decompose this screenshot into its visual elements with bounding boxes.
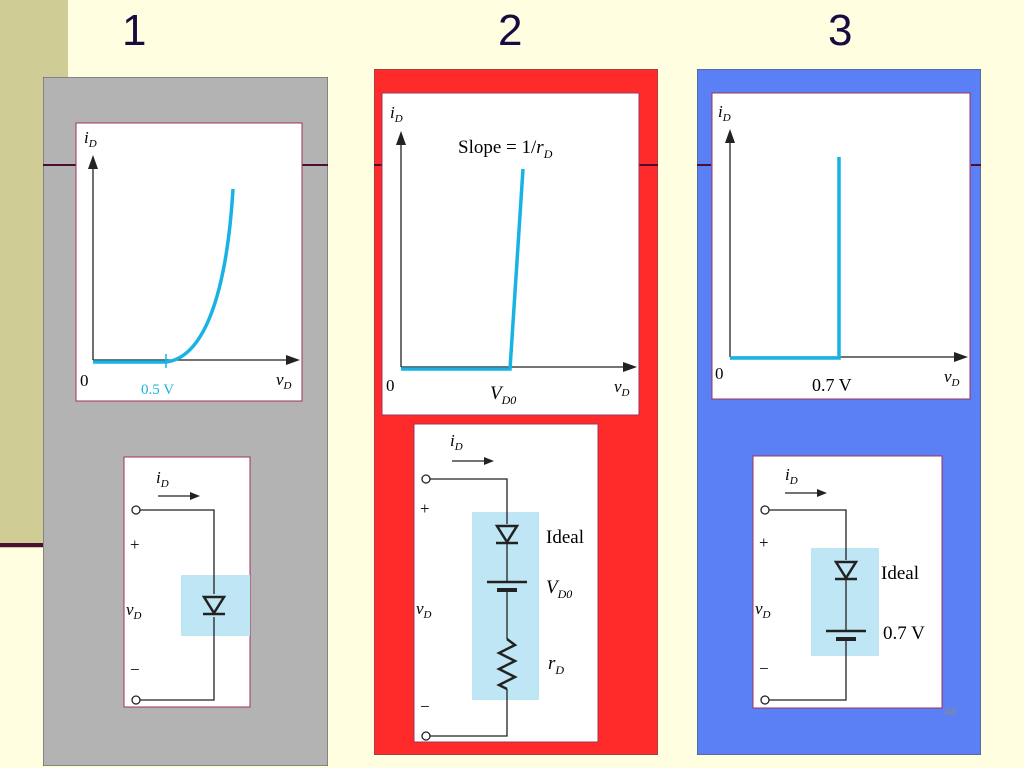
circuit-3-voltage-label: vD: [755, 599, 771, 621]
graph-3-knee-label: 0.7 V: [812, 375, 852, 395]
circuit-3-plus: +: [759, 533, 769, 552]
graph-2: iD Slope = 1/rD 0 VD0 vD: [381, 92, 640, 416]
circuit-2: iD + vD − Ideal VD0 rD: [413, 423, 599, 743]
circuit-3-minus: −: [759, 659, 769, 678]
circuit-1-bottom-terminal: [131, 695, 141, 705]
circuit-1-voltage-label: vD: [126, 600, 142, 622]
circuit-1: iD + vD −: [123, 456, 251, 708]
circuit-1-diode-highlight: [181, 575, 250, 636]
graph-3: iD 0 0.7 V vD: [711, 92, 971, 400]
circuit-1-plus: +: [130, 535, 140, 554]
circuit-1-minus: −: [130, 660, 140, 679]
graph-2-knee-label: VD0: [490, 383, 516, 407]
graph-1-y-label: iD: [84, 128, 97, 150]
circuit-3-diode-label: Ideal: [881, 563, 919, 584]
circuit-2-top-terminal: [421, 474, 431, 484]
circuit-2-battery-label: VD0: [546, 577, 572, 601]
graph-2-x-label: vD: [614, 377, 630, 399]
graph-3-y-arrow: [725, 129, 735, 143]
page-number: 48: [944, 706, 957, 718]
circuit-1-current-label: iD: [156, 468, 169, 490]
graph-3-x-label: vD: [944, 367, 960, 389]
circuit-2-plus: +: [420, 499, 430, 518]
graph-1-x-label: vD: [276, 370, 292, 392]
graph-3-origin: 0: [715, 364, 724, 383]
column-1-number: 1: [122, 6, 147, 55]
graph-1-knee-label: 0.5 V: [141, 382, 174, 398]
graph-2-x-arrow: [623, 362, 637, 372]
column-3-number: 3: [828, 6, 853, 55]
graph-1-x-arrow: [286, 355, 300, 365]
graph-1: iD 0 0.5 V vD: [75, 122, 303, 402]
model-panel-2: iD Slope = 1/rD 0 VD0 vD iD + vD − Ideal…: [374, 69, 658, 755]
side-bar-accent-line: [0, 543, 70, 547]
graph-3-iv-curve: [730, 157, 841, 360]
circuit-1-diode-icon: [201, 595, 227, 616]
graph-3-y-label: iD: [718, 102, 731, 124]
circuit-3-battery-label: 0.7 V: [883, 623, 925, 644]
circuit-3-bottom-terminal: [760, 695, 770, 705]
circuit-2-resistor-label: rD: [548, 653, 564, 677]
column-2-number: 2: [498, 6, 523, 55]
circuit-2-minus: −: [420, 697, 430, 716]
circuit-2-diode-icon: [494, 524, 520, 545]
circuit-1-top-terminal: [131, 505, 141, 515]
circuit-3-current-label: iD: [785, 465, 798, 487]
graph-2-y-arrow: [396, 131, 406, 145]
graph-1-origin: 0: [80, 371, 89, 390]
circuit-3-diode-icon: [833, 560, 859, 581]
circuit-2-voltage-label: vD: [416, 599, 432, 621]
graph-2-y-label: iD: [390, 103, 403, 125]
circuit-3-top-terminal: [760, 505, 770, 515]
circuit-2-bottom-terminal: [421, 731, 431, 741]
model-panel-1: iD 0 0.5 V vD iD + vD −: [43, 77, 328, 766]
graph-1-y-arrow: [88, 155, 98, 169]
circuit-2-resistor-icon: [496, 638, 518, 691]
model-panel-3: iD 0 0.7 V vD iD + vD − Ideal 0.7 V: [697, 69, 981, 755]
graph-1-iv-curve: [93, 188, 235, 364]
graph-3-x-arrow: [954, 352, 968, 362]
graph-2-slope-label: Slope = 1/rD: [458, 137, 553, 161]
graph-2-iv-curve: [401, 168, 525, 371]
circuit-3: iD + vD − Ideal 0.7 V: [752, 455, 943, 709]
graph-2-origin: 0: [386, 376, 395, 395]
circuit-2-diode-label: Ideal: [546, 527, 584, 548]
circuit-2-current-label: iD: [450, 431, 463, 453]
